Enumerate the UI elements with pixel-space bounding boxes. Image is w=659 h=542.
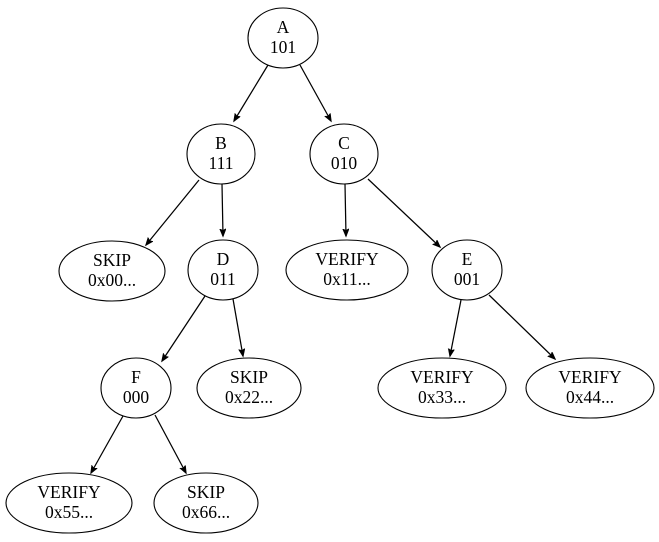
edge-f-to-skip66 <box>154 414 186 473</box>
node-shape-ver44[interactable] <box>525 357 655 419</box>
edge-b-to-d <box>222 183 223 236</box>
edge-b-to-skip00 <box>146 179 200 245</box>
node-ver33[interactable]: VERIFY0x33... <box>377 357 507 419</box>
edge-e-to-ver44 <box>488 294 555 359</box>
node-skip66[interactable]: SKIP0x66... <box>153 472 259 534</box>
node-shape-b[interactable] <box>186 123 256 185</box>
edge-e-to-ver33 <box>450 299 462 356</box>
edge-c-to-e <box>367 178 440 247</box>
edge-d-to-skip22 <box>232 298 243 356</box>
node-shape-skip00[interactable] <box>58 240 166 302</box>
node-shape-ver11[interactable] <box>285 239 409 301</box>
edge-f-to-ver55 <box>91 415 124 473</box>
node-ver55[interactable]: VERIFY0x55... <box>5 472 133 534</box>
node-shape-c[interactable] <box>309 123 379 185</box>
node-shape-e[interactable] <box>431 239 503 301</box>
edges-layer <box>91 64 555 473</box>
node-skip22[interactable]: SKIP0x22... <box>196 357 302 419</box>
node-shape-a[interactable] <box>247 7 319 69</box>
node-shape-skip66[interactable] <box>153 472 259 534</box>
edge-d-to-f <box>162 295 206 361</box>
edge-a-to-c <box>299 64 331 121</box>
node-skip00[interactable]: SKIP0x00... <box>58 240 166 302</box>
node-ver11[interactable]: VERIFY0x11... <box>285 239 409 301</box>
edge-a-to-b <box>234 64 269 121</box>
node-shape-ver33[interactable] <box>377 357 507 419</box>
node-shape-skip22[interactable] <box>196 357 302 419</box>
node-shape-d[interactable] <box>187 239 259 301</box>
node-ver44[interactable]: VERIFY0x44... <box>525 357 655 419</box>
edge-c-to-ver11 <box>345 183 346 236</box>
node-shape-ver55[interactable] <box>5 472 133 534</box>
node-shape-f[interactable] <box>100 357 172 419</box>
